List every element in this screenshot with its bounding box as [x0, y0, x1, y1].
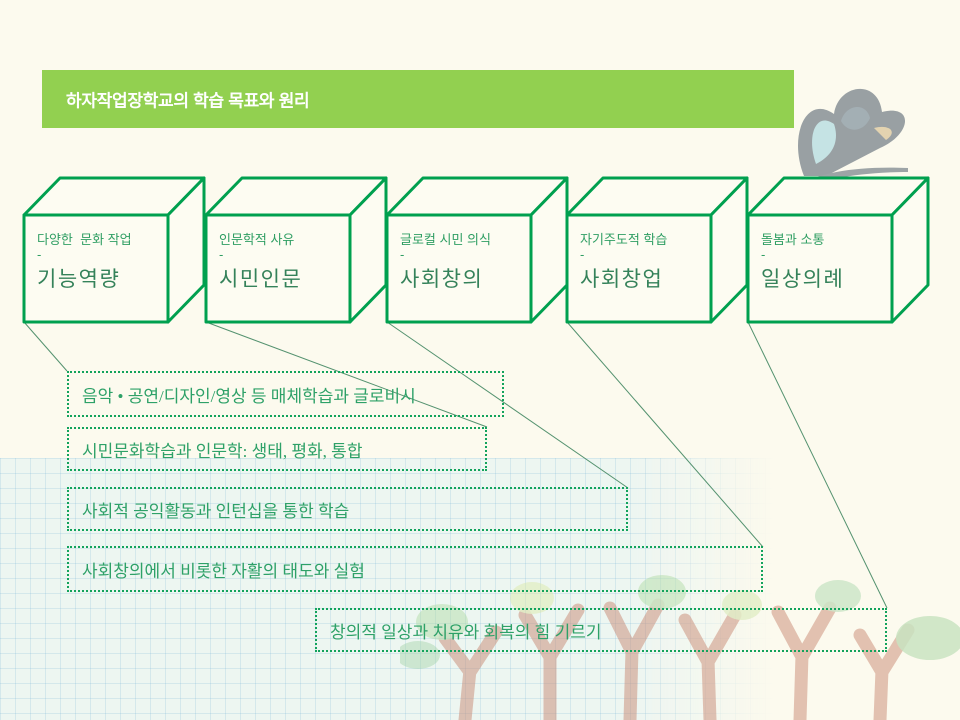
- cube-subtitle: 자기주도적 학습: [580, 232, 668, 247]
- slide-title-bar: 하자작업장학교의 학습 목표와 원리: [42, 70, 794, 128]
- cube-label-3: 글로컬 시민 의식 - 사회창의: [400, 231, 530, 292]
- goal-box-1: 음악 • 공연/디자인/영상 등 매체학습과 글로비시: [67, 371, 504, 417]
- goal-box-5: 창의적 일상과 치유와 회복의 힘 기르기: [315, 608, 887, 652]
- cube-label-5: 돌봄과 소통 - 일상의례: [761, 231, 891, 292]
- graph-paper-decoration: [0, 458, 775, 720]
- cube-shape-1: [22, 176, 206, 324]
- cube-dash: -: [37, 247, 42, 262]
- cube-shape-4: [565, 176, 749, 324]
- goal-label: 음악 • 공연/디자인/영상 등 매체학습과 글로비시: [82, 386, 416, 406]
- cube-subtitle: 돌봄과 소통: [761, 232, 825, 247]
- cube-shape-3: [385, 176, 569, 324]
- connector-line-4: [566, 321, 764, 548]
- cube-title: 일상의례: [761, 267, 845, 291]
- goal-label: 사회창의에서 비롯한 자활의 태도와 실험: [82, 561, 365, 581]
- cube-label-1: 다양한 문화 작업 - 기능역량: [37, 231, 167, 292]
- goal-box-3: 사회적 공익활동과 인턴십을 통한 학습: [67, 487, 628, 531]
- connector-lines: [23, 321, 888, 609]
- cube-subtitle: 글로컬 시민 의식: [400, 232, 491, 247]
- cube-title: 시민인문: [219, 267, 303, 291]
- cube-dash: -: [219, 247, 224, 262]
- cube-shape-2: [204, 176, 388, 324]
- goal-box-4: 사회창의에서 비롯한 자활의 태도와 실험: [67, 546, 763, 592]
- cube-dash: -: [580, 247, 585, 262]
- slide-title: 하자작업장학교의 학습 목표와 원리: [66, 91, 310, 111]
- connector-line-2: [205, 321, 488, 428]
- goal-box-2: 시민문화학습과 인문학: 생태, 평화, 통합: [67, 427, 487, 471]
- connector-line-5: [747, 321, 888, 609]
- connector-line-1: [23, 321, 68, 372]
- goal-label: 시민문화학습과 인문학: 생태, 평화, 통합: [82, 441, 363, 461]
- cube-subtitle: 인문학적 사유: [219, 232, 295, 247]
- cube-dash: -: [400, 247, 405, 262]
- cube-label-4: 자기주도적 학습 - 사회창업: [580, 231, 710, 292]
- cube-dash: -: [761, 247, 766, 262]
- connector-line-3: [386, 321, 629, 489]
- cube-shape-5: [746, 176, 930, 324]
- cube-label-2: 인문학적 사유 - 시민인문: [219, 231, 349, 292]
- goal-label: 창의적 일상과 치유와 회복의 힘 기르기: [330, 622, 602, 642]
- butterfly-decoration: [796, 88, 908, 188]
- cube-title: 사회창의: [400, 267, 484, 291]
- cube-title: 기능역량: [37, 267, 121, 291]
- cube-title: 사회창업: [580, 267, 664, 291]
- goal-label: 사회적 공익활동과 인턴십을 통한 학습: [82, 501, 350, 521]
- cube-subtitle: 다양한 문화 작업: [37, 232, 132, 247]
- watercolor-trees-decoration: [400, 575, 960, 720]
